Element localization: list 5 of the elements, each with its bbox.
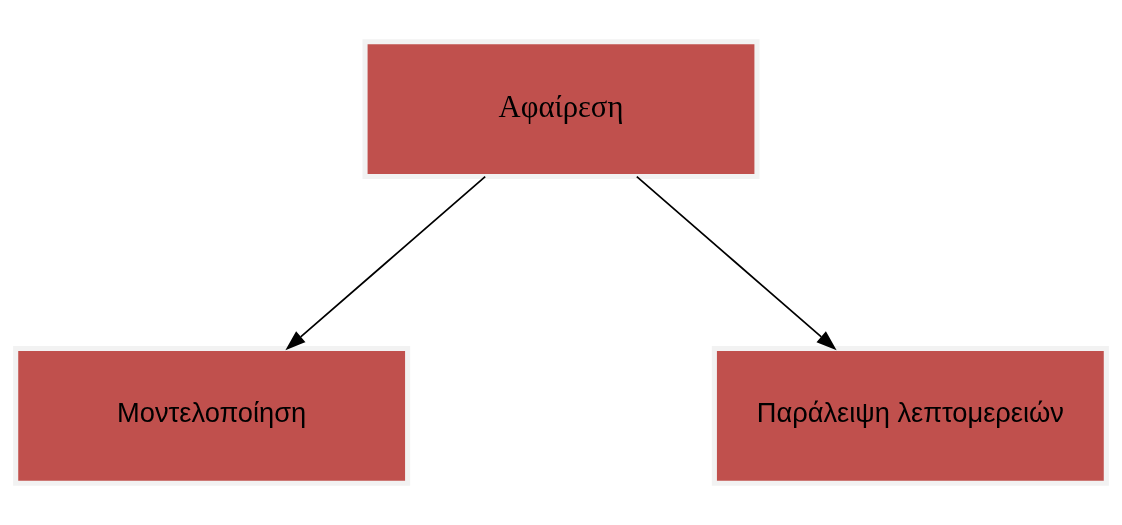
- node-box: Παράλειψη λεπτομερειών: [711, 346, 1109, 486]
- arrow: [285, 175, 487, 351]
- arrow: [635, 175, 837, 351]
- node-box: Μοντελοποίηση: [13, 346, 411, 486]
- node-box: Αφαίρεση: [362, 39, 760, 179]
